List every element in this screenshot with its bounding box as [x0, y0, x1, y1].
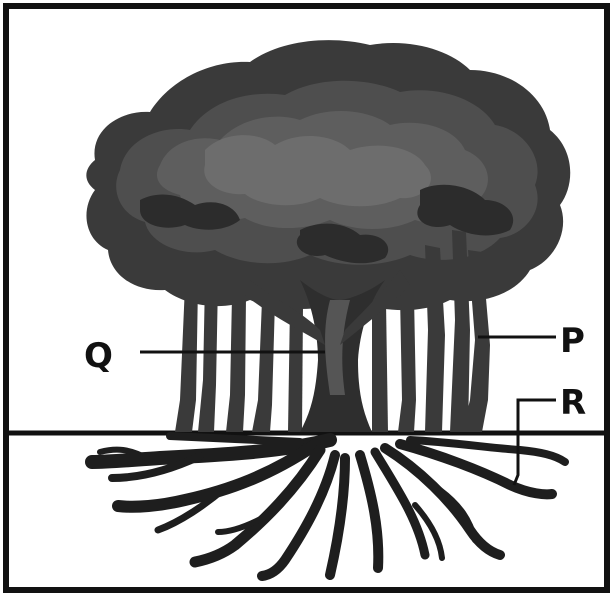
main-trunk [245, 270, 410, 432]
label-q: Q [84, 336, 113, 376]
label-r: R [560, 383, 586, 423]
tree-canopy [86, 40, 571, 311]
label-p: P [560, 321, 585, 361]
leader-line-r [512, 398, 556, 486]
prop-roots [175, 230, 490, 432]
diagram-frame [3, 3, 610, 593]
leader-lines [140, 335, 556, 486]
underground-roots [85, 432, 569, 581]
